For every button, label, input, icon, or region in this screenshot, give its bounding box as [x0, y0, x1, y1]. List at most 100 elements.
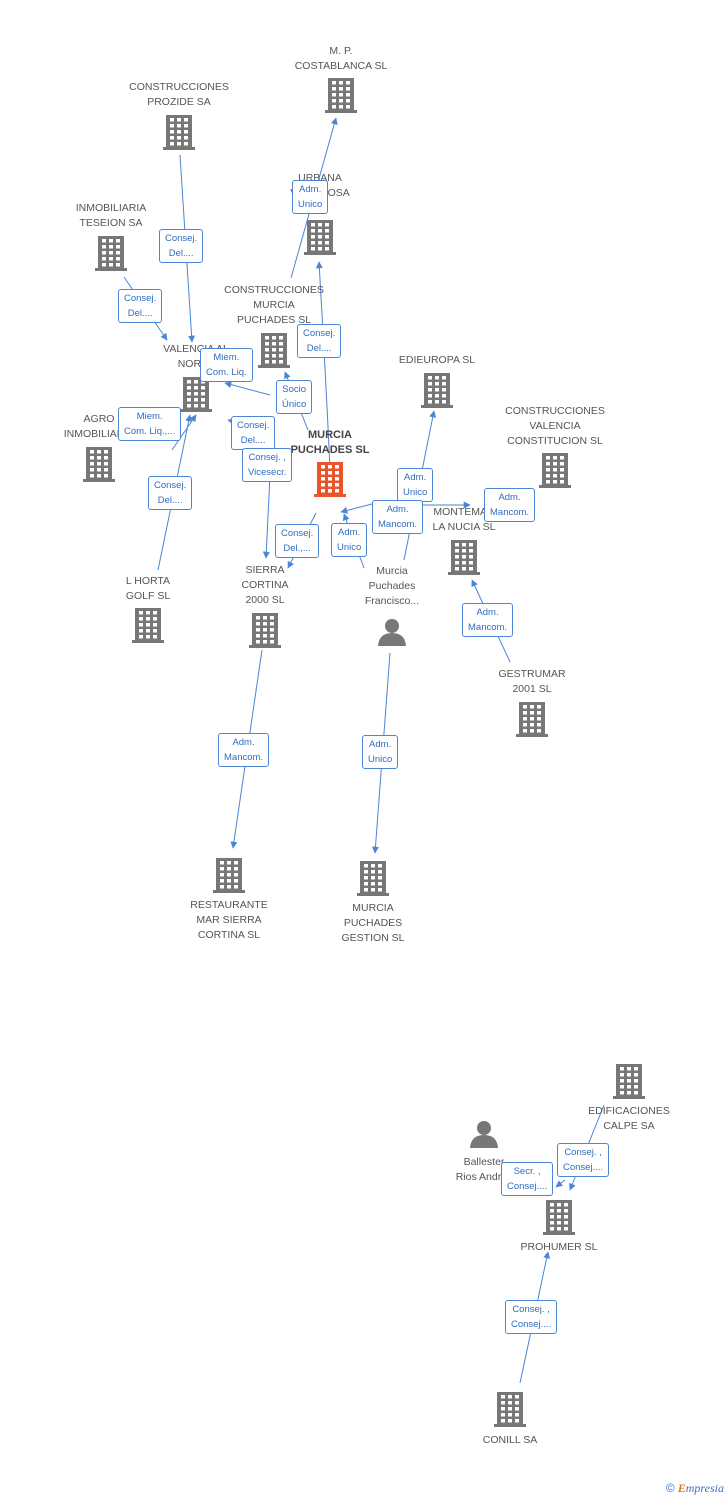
relation-badge-line: Mancom.	[468, 622, 508, 633]
company-icon[interactable]	[613, 1064, 645, 1099]
relation-badge-r13[interactable]: Adm.Mancom.	[484, 488, 536, 522]
node-label-line: AGRO	[83, 413, 115, 425]
node-label-line: CONSTRUCCIONES	[129, 81, 229, 93]
company-icon[interactable]	[180, 377, 212, 412]
node-label-mp[interactable]: M. P.COSTABLANCA SL	[295, 44, 388, 74]
relation-badge-r1[interactable]: Adm. Unico	[292, 180, 329, 214]
company-icon[interactable]	[304, 220, 336, 255]
company-icon[interactable]	[516, 702, 548, 737]
relation-badge-line: Del....	[157, 495, 183, 506]
relation-badge-r16[interactable]: Adm.Mancom.	[462, 603, 514, 637]
relation-badge-line: Del....	[240, 435, 266, 446]
node-label-line: CALPE SA	[603, 1120, 655, 1132]
main-company-icon[interactable]	[314, 462, 346, 497]
node-label-line: MAR SIERRA	[196, 914, 262, 926]
relation-badge-r15[interactable]: Adm.Unico	[331, 523, 368, 557]
relation-badge-r4[interactable]: Consej.Del....	[297, 324, 342, 358]
relation-badge-r20[interactable]: Secr. ,Consej....	[501, 1162, 554, 1196]
relation-badge-r14[interactable]: Consej. Del.,...	[275, 524, 320, 558]
company-icon[interactable]	[132, 608, 164, 643]
relation-edge	[315, 261, 331, 471]
relation-badge-r18[interactable]: Adm.Unico	[362, 735, 399, 769]
company-icon[interactable]	[325, 78, 357, 113]
relation-badge-r2[interactable]: Consej. Del....	[159, 229, 204, 263]
node-label-line: INMOBILIARIA	[75, 202, 147, 214]
relation-badge-r21[interactable]: Consej. ,Consej....	[505, 1300, 558, 1334]
node-label-line: EDIEUROPA SL	[398, 354, 476, 366]
node-label-prohumer[interactable]: PROHUMER SL	[520, 1240, 597, 1255]
relation-badge-r7[interactable]: Miem.Com. Liq.,...	[118, 407, 182, 441]
relation-badge-line: Consej. ,	[248, 452, 286, 463]
relation-badge-line: Consej. ,	[512, 1304, 550, 1315]
relation-badge-line: Consej....	[507, 1181, 548, 1192]
node-label-line: M. P.	[329, 45, 353, 57]
relation-badge-line: Consej. ,	[564, 1147, 602, 1158]
company-icon[interactable]	[543, 1200, 575, 1235]
relation-badge-line: Consej.	[165, 233, 198, 244]
company-icon[interactable]	[258, 333, 290, 368]
relation-badge-line: Del.,...	[283, 543, 311, 554]
relation-badge-line: Adm.	[338, 527, 361, 538]
company-icon[interactable]	[213, 858, 245, 893]
relation-badge-line: Adm.	[299, 184, 322, 195]
relation-badge-r19[interactable]: Consej. , Consej....	[557, 1143, 610, 1177]
node-label-conill[interactable]: CONILL SA	[483, 1433, 537, 1448]
company-icon[interactable]	[357, 861, 389, 896]
relation-badge-r5[interactable]: Miem.Com. Liq.	[200, 348, 253, 382]
company-icon[interactable]	[494, 1392, 526, 1427]
relation-badge-line: Consej....	[563, 1162, 604, 1173]
relation-badge-r8[interactable]: Consej.Del....	[231, 416, 276, 450]
person-icon[interactable]	[470, 1121, 498, 1148]
company-icon[interactable]	[95, 236, 127, 271]
company-icon[interactable]	[448, 540, 480, 575]
node-label-line: MURCIA	[253, 299, 295, 311]
node-label-line: LA NUCIA SL	[432, 521, 496, 533]
node-label-line: Rios Andres	[455, 1171, 513, 1183]
relation-badge-line: Consej.	[281, 528, 314, 539]
relation-badge-r3[interactable]: Consej.Del....	[118, 289, 163, 323]
relation-edge	[555, 1179, 566, 1188]
node-label-edieuropa[interactable]: EDIEUROPA SL	[399, 353, 475, 368]
copyright-symbol: ©	[665, 1481, 675, 1495]
company-icon[interactable]	[539, 453, 571, 488]
relation-badge-line: Com. Liq.	[206, 367, 247, 378]
relation-badge-r11[interactable]: Adm.Unico	[397, 468, 434, 502]
relation-badge-line: Adm.	[404, 472, 427, 483]
node-label-line: CONILL SA	[482, 1434, 538, 1446]
relation-badge-line: Com. Liq.,...	[124, 426, 176, 437]
person-icon[interactable]	[378, 619, 406, 646]
company-icon[interactable]	[83, 447, 115, 482]
company-icon[interactable]	[421, 373, 453, 408]
relation-badge-line: Del....	[168, 248, 194, 259]
relation-badge-line: Adm.	[498, 492, 521, 503]
node-label-line: CONSTRUCCIONES	[505, 405, 605, 417]
relation-badge-r12[interactable]: Adm.Mancom.	[372, 500, 424, 534]
relation-badge-r9[interactable]: Consej. ,Vicesecr.	[242, 448, 293, 482]
brand-initial: E	[677, 1481, 686, 1495]
node-label-line: L HORTA	[125, 575, 171, 587]
relation-badge-line: Consej.	[303, 328, 336, 339]
node-label-line: Puchades	[368, 580, 416, 592]
relation-badge-r17[interactable]: Adm.Mancom.	[218, 733, 270, 767]
node-label-line: CONSTITUCION SL	[507, 435, 603, 447]
company-icon[interactable]	[163, 115, 195, 150]
relation-badge-r10[interactable]: Consej.Del....	[148, 476, 193, 510]
relation-badge-line: Unico	[298, 199, 323, 210]
company-icon[interactable]	[249, 613, 281, 648]
